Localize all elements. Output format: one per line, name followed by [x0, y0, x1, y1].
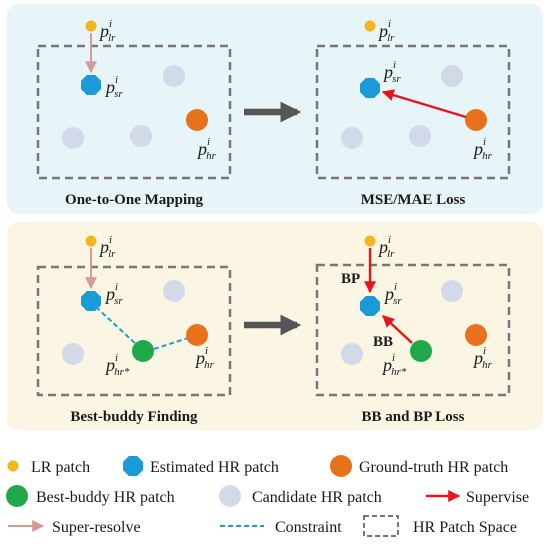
legend-supervise-label: Supervise — [466, 489, 529, 506]
ground-truth-hr-dot — [465, 109, 487, 131]
legend-best-buddy-hr-label: Best-buddy HR patch — [36, 489, 175, 506]
candidate-hr-dot — [163, 280, 185, 302]
best-buddy-hr-dot — [410, 340, 432, 362]
candidate-hr-dot — [409, 125, 431, 147]
estimated-hr-octagon — [360, 296, 380, 316]
candidate-hr-dot — [441, 65, 463, 87]
candidate-hr-dot — [130, 125, 152, 147]
estimated-hr-octagon — [81, 75, 101, 95]
constraint-line — [153, 337, 189, 350]
one-to-one-mapping-title: One-to-One Mapping — [65, 192, 203, 208]
legend-best-buddy-hr-icon — [6, 485, 28, 507]
legend-hr-patch-space-icon — [363, 515, 399, 537]
lr-patch-dot — [364, 235, 376, 247]
ground-truth-hr-dot — [186, 324, 208, 346]
bb-supervise-arrow — [382, 315, 413, 344]
constraint-line — [95, 306, 139, 347]
legend-candidate-hr-icon — [219, 485, 241, 507]
mse-mae-loss-title: MSE/MAE Loss — [361, 192, 466, 208]
legend-ground-truth-hr-label: Ground-truth HR patch — [359, 459, 508, 476]
candidate-hr-dot — [62, 343, 84, 365]
legend-lr-patch-label: LR patch — [31, 459, 90, 476]
candidate-hr-dot — [441, 280, 463, 302]
candidate-hr-dot — [163, 65, 185, 87]
candidate-hr-dot — [341, 127, 363, 149]
lr-patch-dot — [85, 235, 97, 247]
candidate-hr-dot — [62, 127, 84, 149]
bb-and-bp-loss-title: BB and BP Loss — [362, 409, 465, 425]
legend-lr-patch-icon — [7, 460, 19, 472]
best-buddy-hr-dot — [132, 340, 154, 362]
hr-patch-space-box-2 — [315, 44, 511, 180]
legend-hr-patch-space-label: HR Patch Space — [413, 519, 517, 536]
hr-patch-space-box-1 — [36, 44, 232, 180]
legend-ground-truth-hr-icon — [330, 455, 352, 477]
legend-super-resolve-label: Super-resolve — [52, 519, 141, 536]
bb-label: BB — [373, 334, 393, 350]
legend-estimated-hr-label: Estimated HR patch — [150, 459, 279, 476]
legend-candidate-hr-label: Candidate HR patch — [252, 489, 382, 506]
lr-patch-dot — [85, 20, 97, 32]
supervise-arrow — [381, 89, 467, 119]
ground-truth-hr-dot — [186, 109, 208, 131]
best-buddy-finding-title: Best-buddy Finding — [70, 409, 198, 425]
ground-truth-hr-dot — [465, 324, 487, 346]
lr-patch-dot — [364, 20, 376, 32]
estimated-hr-octagon — [360, 78, 380, 98]
legend-estimated-hr-icon — [123, 456, 143, 476]
estimated-hr-octagon — [81, 291, 101, 311]
hr-patch-space-box-4 — [315, 263, 511, 397]
candidate-hr-dot — [341, 343, 363, 365]
bp-label: BP — [341, 271, 360, 287]
legend-constraint-label: Constraint — [275, 519, 342, 536]
legend: LR patch Estimated HR patch Ground-truth… — [6, 455, 529, 537]
hr-patch-space-box-3 — [36, 265, 232, 397]
